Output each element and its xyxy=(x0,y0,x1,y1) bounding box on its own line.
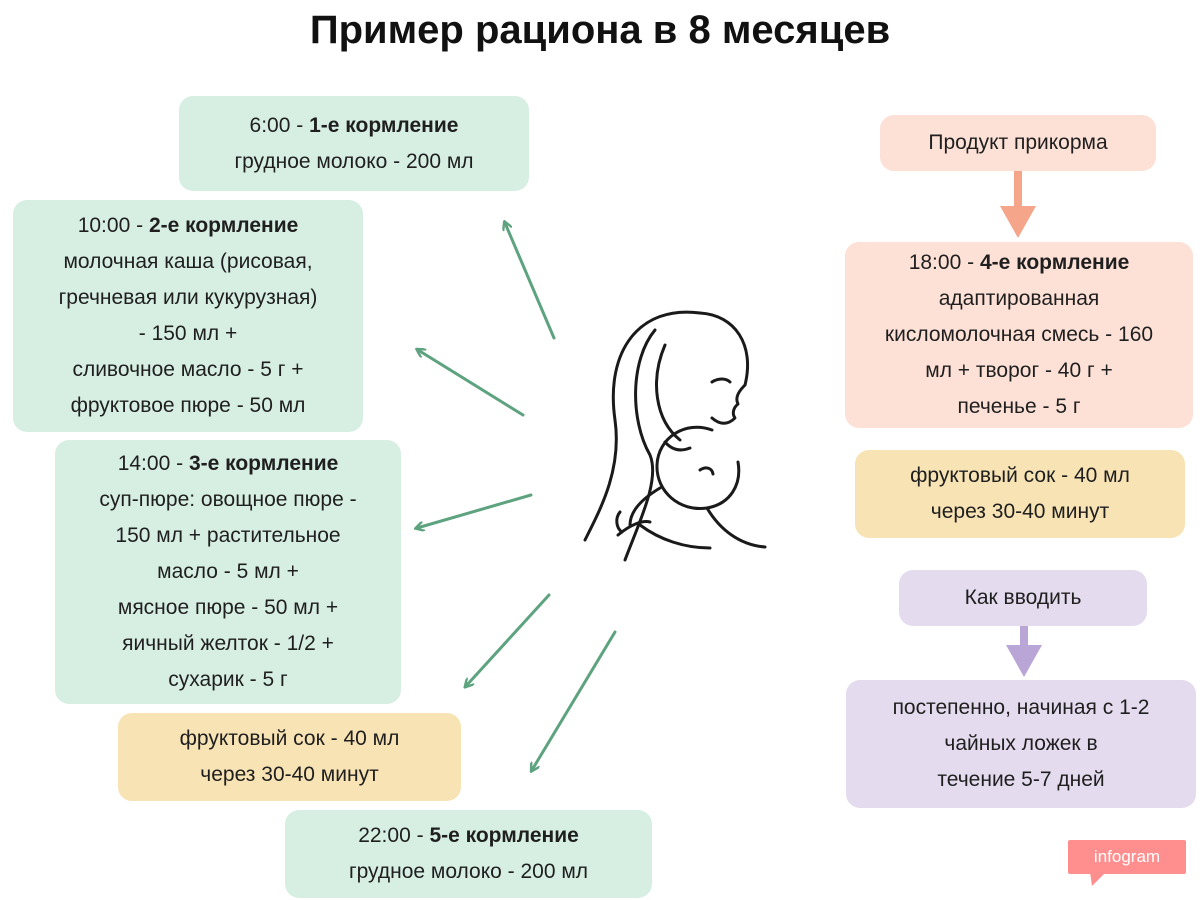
feeding-5-box: 22:00 - 5-е кормление грудное молоко - 2… xyxy=(285,810,652,898)
juice-box-left: фруктовый сок - 40 мл через 30-40 минут xyxy=(118,713,461,801)
arrow-to-feeding-1 xyxy=(505,223,556,340)
feeding-3-box: 14:00 - 3-е кормление суп-пюре: овощное … xyxy=(55,440,401,704)
arrow-how-to-desc xyxy=(1006,626,1042,677)
how-to-introduce-box: Как вводить xyxy=(899,570,1147,626)
arrow-to-juice-left xyxy=(466,593,551,686)
feeding-3-header: 14:00 - 3-е кормление xyxy=(117,452,339,475)
arrow-product-to-feeding-4 xyxy=(1000,171,1036,238)
arrow-to-feeding-2 xyxy=(418,350,525,417)
juice-box-right: фруктовый сок - 40 мл через 30-40 минут xyxy=(855,450,1185,538)
how-to-introduce-desc-box: постепенно, начиная с 1-2 чайных ложек в… xyxy=(846,680,1196,808)
arrow-to-feeding-3 xyxy=(417,493,533,528)
feeding-2-box: 10:00 - 2-е кормление молочная каша (рис… xyxy=(13,200,363,432)
feeding-1-box: 6:00 - 1-е кормление грудное молоко - 20… xyxy=(179,96,529,191)
page-title: Пример рациона в 8 месяцев xyxy=(309,8,891,52)
feeding-1-header: 6:00 - 1-е кормление xyxy=(249,113,459,137)
mother-and-baby-icon xyxy=(583,310,767,562)
arrow-to-feeding-5 xyxy=(532,630,617,770)
product-label-box: Продукт прикорма xyxy=(880,115,1156,171)
feeding-4-header: 18:00 - 4-е кормление xyxy=(908,251,1130,274)
feeding-5-header: 22:00 - 5-е кормление xyxy=(358,824,579,847)
infogram-logo[interactable]: infogram xyxy=(1068,840,1186,874)
feeding-2-header: 10:00 - 2-е кормление xyxy=(77,214,299,237)
feeding-4-box: 18:00 - 4-е кормление адаптированная кис… xyxy=(845,242,1193,428)
